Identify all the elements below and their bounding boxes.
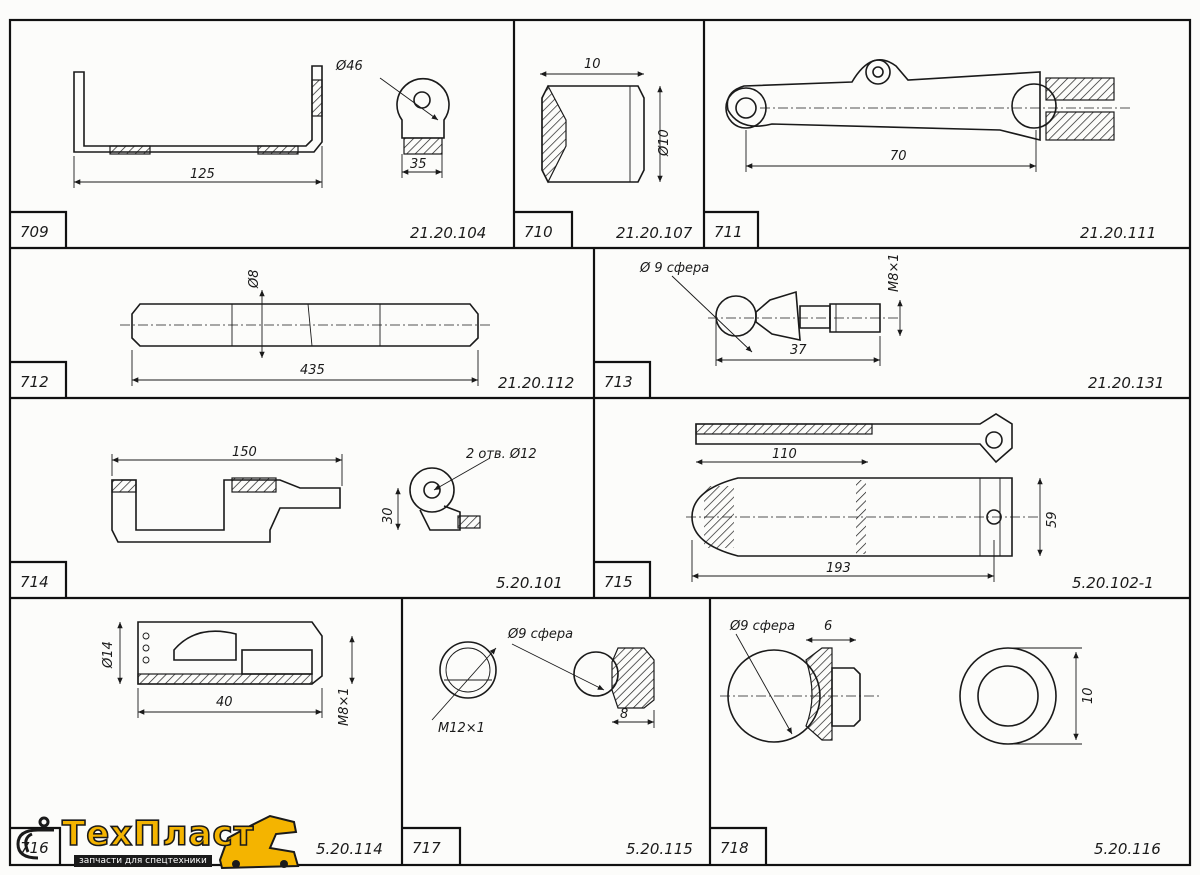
- dimension-label: 435: [300, 363, 325, 378]
- panel-number: 715: [604, 573, 633, 591]
- dimension-label: 10: [1081, 687, 1096, 704]
- dimension-label: M8×1: [887, 253, 902, 292]
- dimension-label: 8: [620, 707, 628, 722]
- dimension-label: Ø 9 сфера: [639, 261, 709, 276]
- dimension-label: Ø46: [335, 59, 363, 74]
- dimension-label: 70: [890, 149, 907, 164]
- brand-name: ТехПласт: [61, 813, 255, 855]
- part-code: 5.20.101: [496, 574, 563, 592]
- dimension-label: 10: [584, 57, 601, 72]
- dimension-label: 35: [410, 157, 427, 172]
- dimension-label: 150: [232, 445, 257, 460]
- part-714-drawing: 150 2 отв. Ø12 30: [111, 445, 537, 543]
- part-code: 21.20.107: [616, 224, 693, 242]
- part-code: 21.20.111: [1080, 224, 1156, 242]
- dimension-label: 110: [772, 447, 797, 462]
- number-boxes: [10, 210, 768, 865]
- part-code: 5.20.102-1: [1072, 574, 1154, 592]
- part-code: 21.20.131: [1088, 374, 1164, 392]
- dimension-label: 193: [826, 561, 851, 576]
- panel-number: 712: [20, 373, 49, 391]
- dimension-label: Ø8: [247, 269, 262, 289]
- excavator-icon: [16, 814, 300, 870]
- dimension-label: Ø14: [101, 641, 116, 669]
- part-716-drawing: Ø14 40 M8×1: [101, 621, 355, 726]
- part-code: 5.20.114: [316, 840, 383, 858]
- dimension-label: Ø9 сфера: [507, 627, 573, 642]
- dimension-label: M12×1: [438, 721, 485, 736]
- dimension-label: 59: [1045, 511, 1060, 528]
- brand-logo: ТехПласт запчасти для спецтехники: [8, 808, 308, 872]
- dimension-label: 125: [190, 167, 215, 182]
- part-709-drawing: Ø46 125 35: [73, 59, 450, 188]
- dimension-label: Ø9 сфера: [729, 619, 795, 634]
- dimension-label: Ø10: [657, 129, 672, 157]
- panel-number: 711: [714, 223, 743, 241]
- dimension-label: 6: [824, 619, 832, 634]
- dimension-label: M8×1: [337, 687, 352, 726]
- part-717-drawing: Ø9 сфера M12×1 8: [431, 627, 655, 736]
- part-code: 21.20.104: [410, 224, 486, 242]
- frame-grid: [8, 18, 1192, 867]
- panel-number: 709: [20, 223, 49, 241]
- panel-number: 717: [412, 839, 441, 857]
- part-code: 5.20.115: [626, 840, 693, 858]
- part-715-drawing: 110 193 59: [686, 413, 1060, 582]
- panel-number: 710: [524, 223, 553, 241]
- dimension-label: 30: [381, 507, 396, 524]
- part-code: 21.20.112: [498, 374, 574, 392]
- part-code: 5.20.116: [1094, 840, 1161, 858]
- dimension-label: 2 отв. Ø12: [466, 447, 537, 462]
- brand-tagline: запчасти для спецтехники: [74, 855, 212, 867]
- part-711-drawing: 70: [725, 59, 1130, 172]
- part-712-drawing: Ø8 435: [120, 269, 490, 386]
- part-710-drawing: 10 Ø10: [540, 57, 672, 184]
- dimension-label: 40: [216, 695, 233, 710]
- dimension-label: 37: [790, 343, 807, 358]
- panel-number: 718: [720, 839, 749, 857]
- part-713-drawing: Ø 9 сфера M8×1 37: [639, 253, 903, 366]
- panel-number: 714: [20, 573, 49, 591]
- part-718-drawing: Ø9 сфера 6 10: [720, 619, 1096, 745]
- panel-number: 713: [604, 373, 633, 391]
